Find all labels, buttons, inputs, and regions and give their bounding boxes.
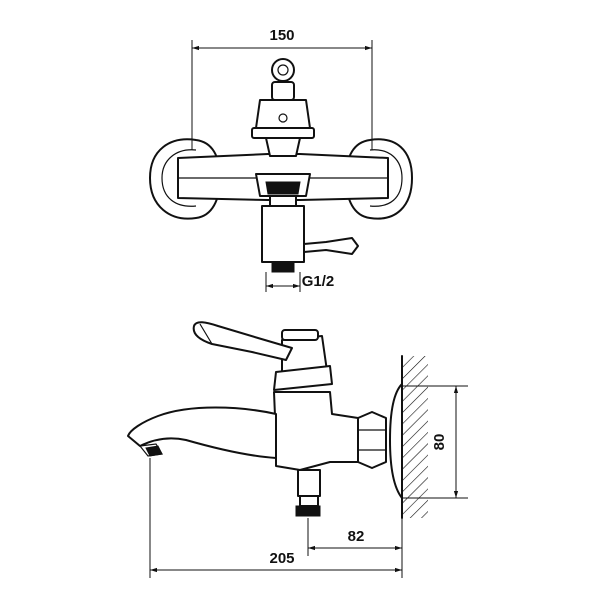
dim-label-thread: G1/2 [302,273,335,290]
dim-label-total-length: 205 [269,550,294,567]
top-view [149,40,413,292]
wall-section [402,356,428,518]
dim-label-width: 150 [269,27,294,44]
dim-label-wall-offset: 82 [348,528,365,545]
dim-label-wall-height: 80 [431,434,448,451]
side-view [127,321,468,578]
